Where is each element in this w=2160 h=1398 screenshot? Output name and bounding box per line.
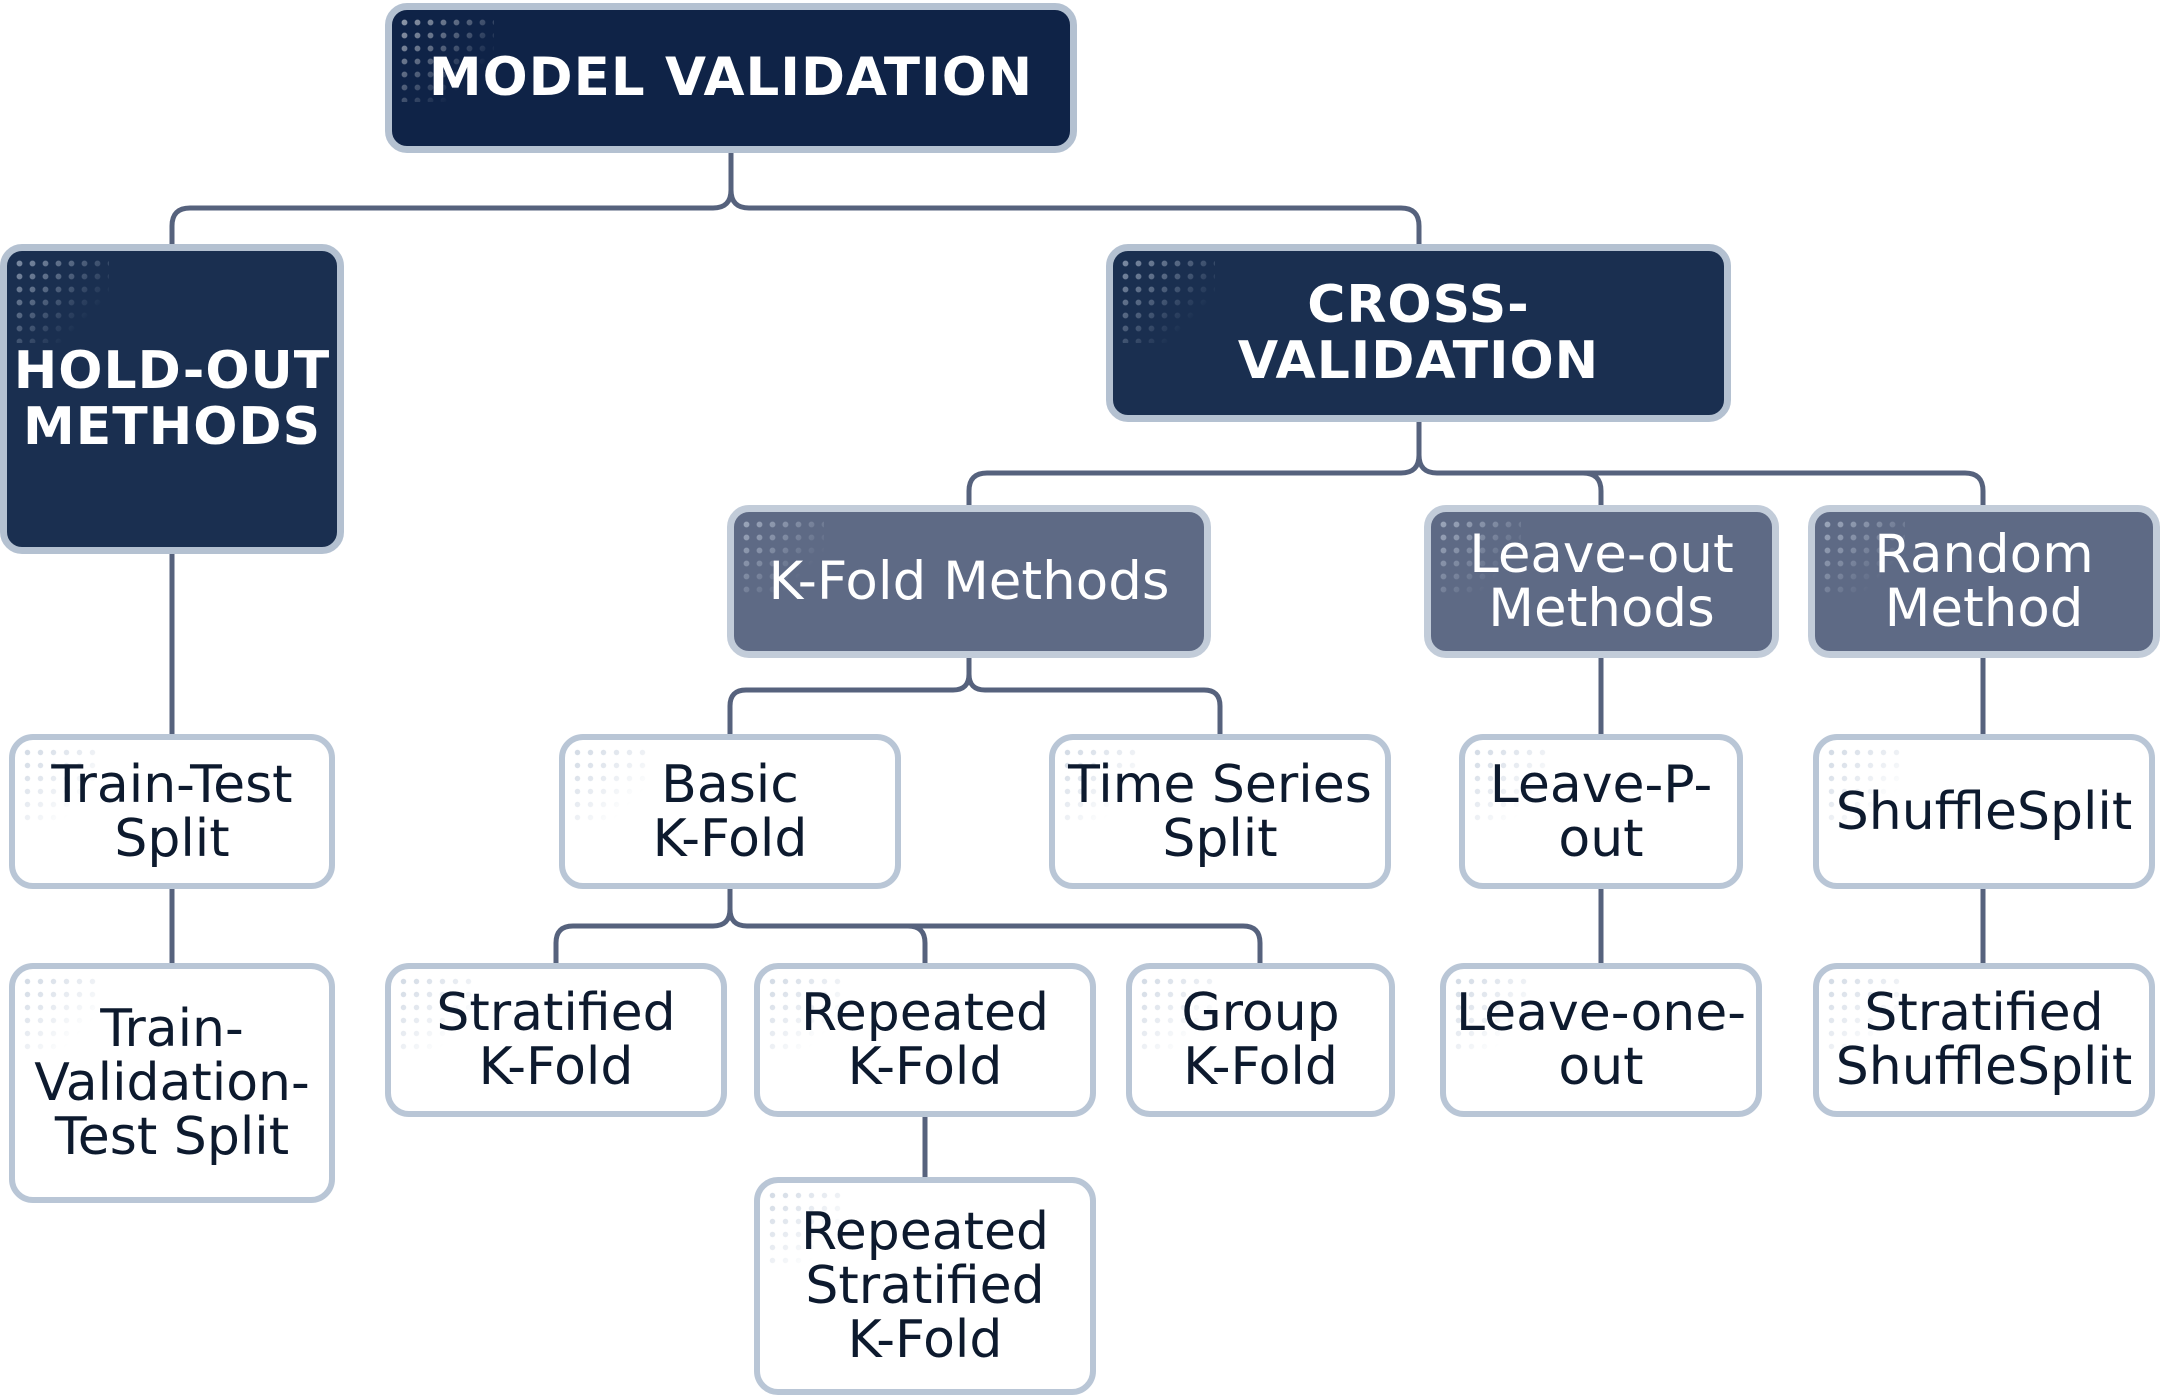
node-label: Time Series Split [1068, 754, 1372, 869]
node-label: Basic K-Fold [652, 754, 808, 869]
connector-crossval-to-random [1580, 470, 1986, 511]
connector-crossval-to-leaveout [1416, 452, 1604, 511]
node-k-fold-methods: K-Fold Methods [727, 505, 1211, 658]
node-leave-out-methods: Leave-out Methods [1424, 505, 1779, 658]
node-cross-validation: CROSS- VALIDATION [1106, 244, 1731, 422]
node-basic-k-fold: Basic K-Fold [559, 734, 901, 889]
node-model-validation: MODEL VALIDATION [385, 3, 1077, 153]
connector-basic-to-repeated [727, 906, 928, 969]
node-label: CROSS- VALIDATION [1237, 275, 1600, 391]
node-leave-one-out: Leave-one- out [1440, 963, 1762, 1117]
node-shufflesplit: ShuffleSplit [1813, 734, 2155, 889]
node-leave-p-out: Leave-P- out [1459, 734, 1743, 889]
node-label: Group K-Fold [1181, 983, 1340, 1097]
node-repeated-k-fold: Repeated K-Fold [754, 963, 1096, 1117]
node-label: Leave-one- out [1456, 983, 1746, 1097]
connector-kfold-to-time-series [966, 671, 1223, 740]
node-repeated-stratified-k-fold: Repeated Stratified K-Fold [754, 1177, 1096, 1395]
connector-root-to-holdout [169, 149, 734, 250]
node-label: Leave-out Methods [1469, 523, 1734, 639]
node-label: Repeated Stratified K-Fold [800, 1202, 1050, 1370]
connector-repeated-to-group [905, 923, 1263, 969]
connector-crossval-to-kfold [966, 416, 1422, 511]
node-time-series-split: Time Series Split [1049, 734, 1391, 889]
connector-basic-to-stratified [553, 883, 733, 969]
node-label: MODEL VALIDATION [428, 47, 1034, 108]
node-label: K-Fold Methods [768, 550, 1170, 612]
node-label: Repeated K-Fold [800, 983, 1050, 1097]
node-label: ShuffleSplit [1835, 781, 2133, 842]
node-label: Train-Test Split [51, 754, 293, 869]
node-label: Leave-P- out [1489, 754, 1713, 869]
node-label: Train- Validation- Test Split [34, 999, 310, 1167]
node-train-test-split: Train-Test Split [9, 734, 335, 889]
node-label: Stratified K-Fold [436, 983, 676, 1097]
node-label: Stratified ShuffleSplit [1835, 983, 2133, 1097]
node-label: HOLD-OUT METHODS [13, 341, 331, 457]
node-random-method: Random Method [1808, 505, 2160, 658]
connector-root-to-crossval [728, 187, 1422, 250]
connector-kfold-to-basic [727, 652, 972, 740]
node-group-k-fold: Group K-Fold [1126, 963, 1395, 1117]
node-label: Random Method [1874, 523, 2094, 639]
node-hold-out-methods: HOLD-OUT METHODS [0, 244, 344, 554]
node-train-validation-test-split: Train- Validation- Test Split [9, 963, 335, 1203]
node-stratified-shufflesplit: Stratified ShuffleSplit [1813, 963, 2155, 1117]
node-stratified-k-fold: Stratified K-Fold [385, 963, 727, 1117]
